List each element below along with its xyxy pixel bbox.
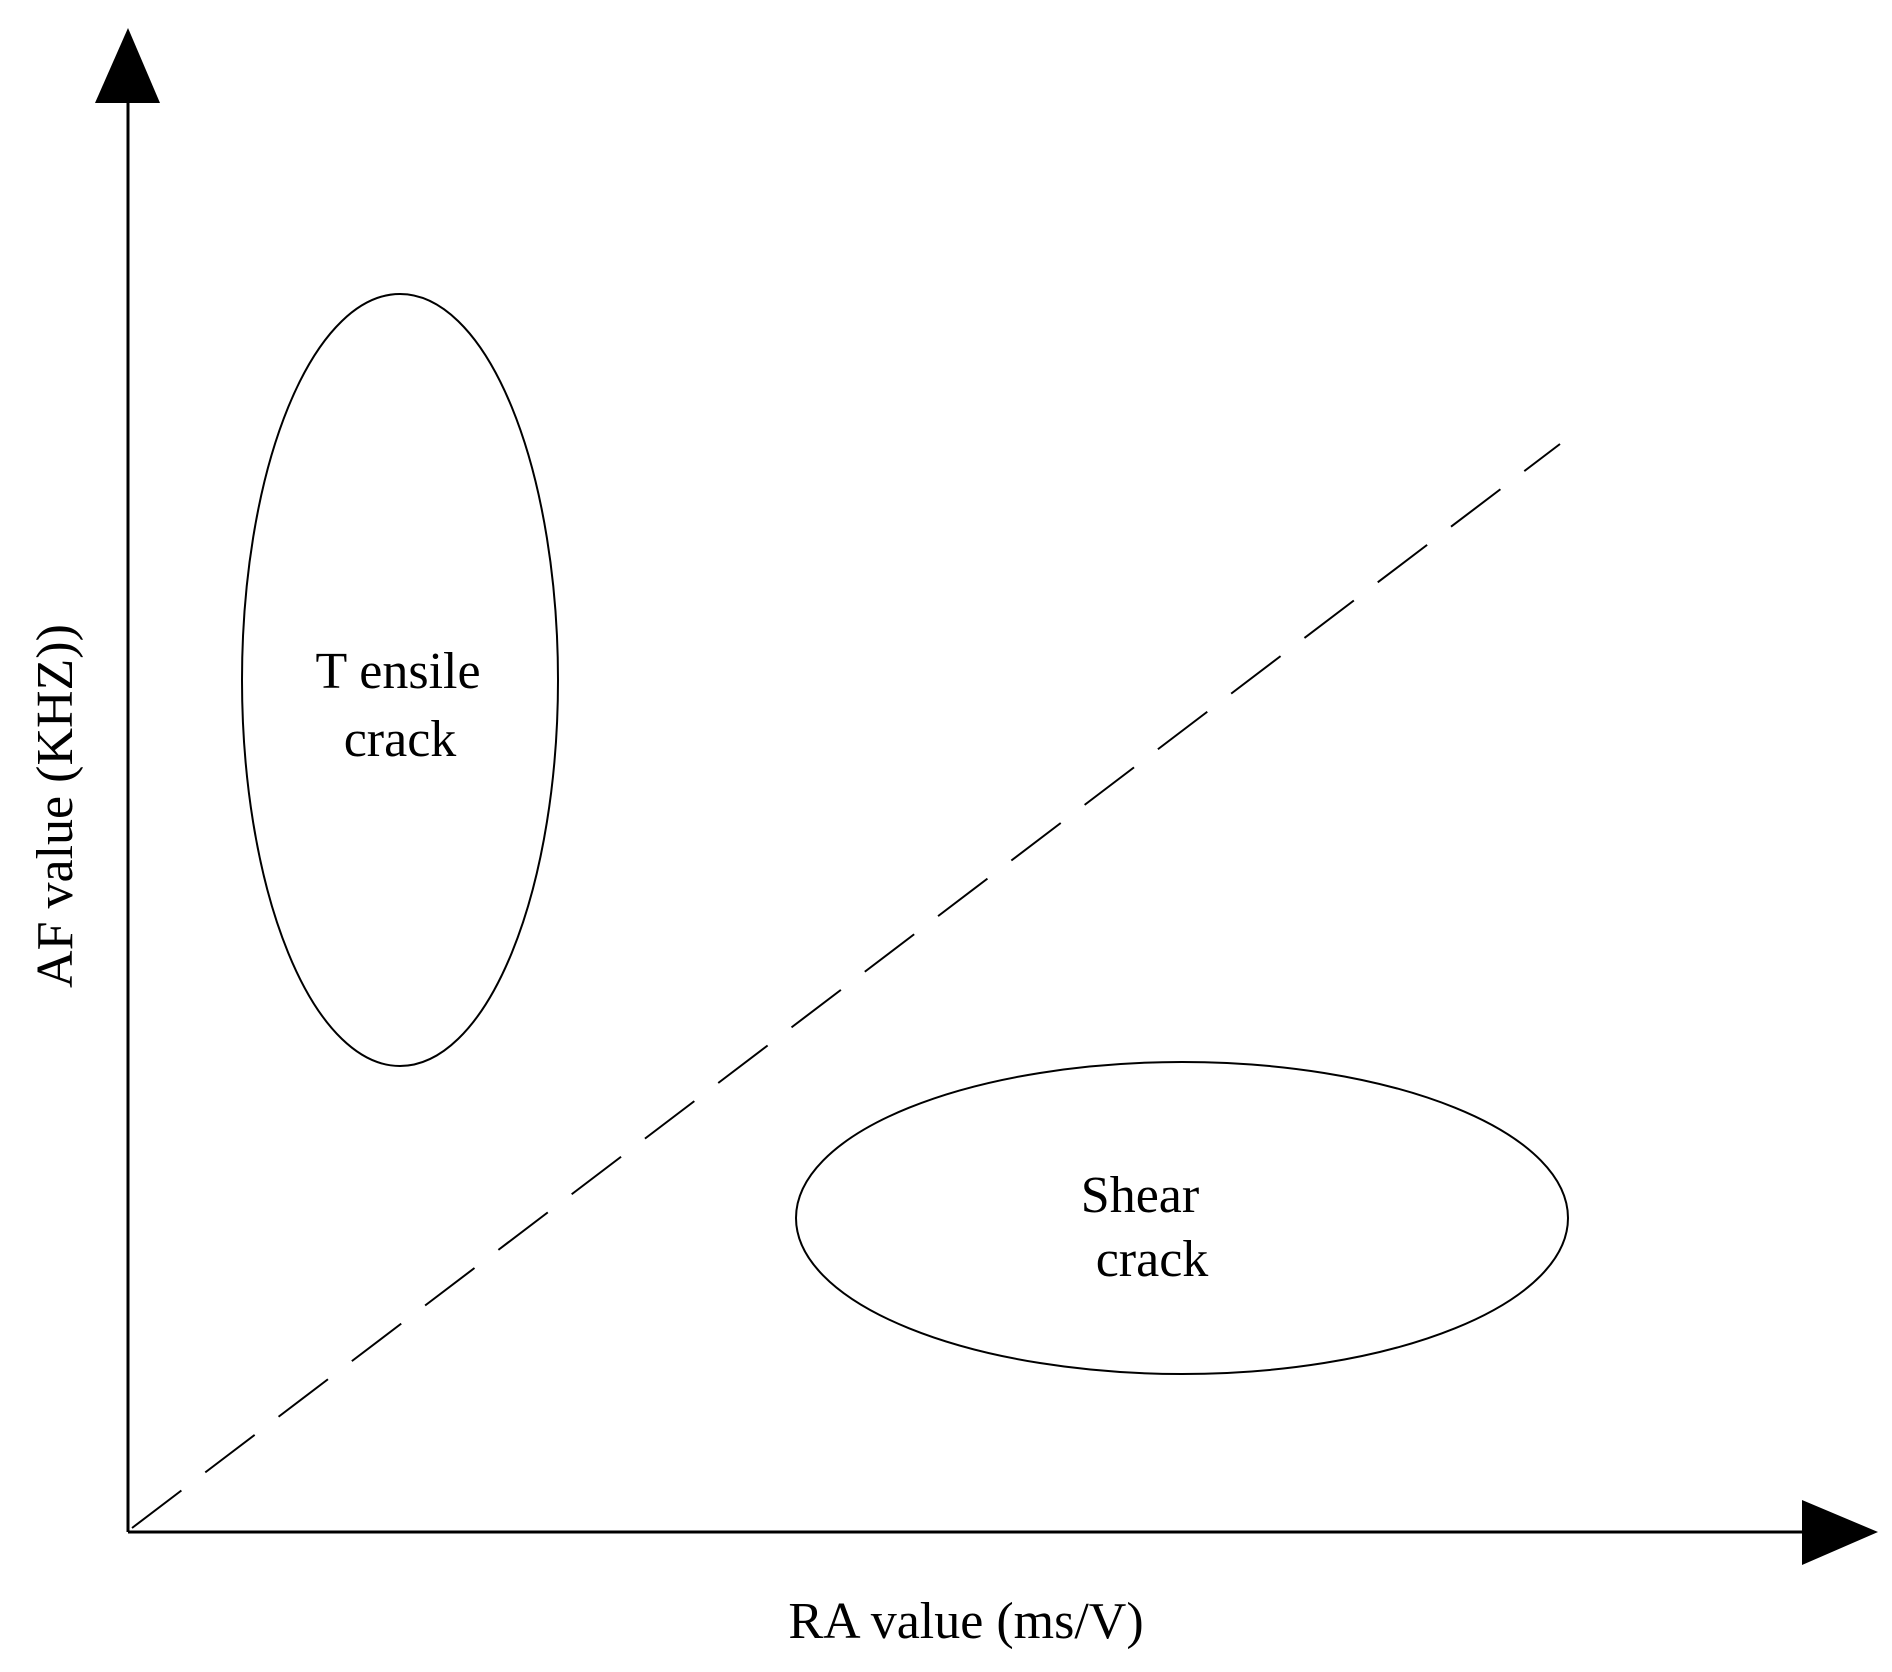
tensile-crack-label-line2: crack bbox=[344, 711, 457, 768]
tensile-crack-label-line1: T ensile bbox=[315, 643, 480, 700]
x-axis-label: RA value (ms/V) bbox=[788, 1593, 1143, 1650]
tensile-crack-region bbox=[241, 293, 559, 1067]
x-axis-arrowhead bbox=[1802, 1500, 1878, 1565]
y-axis-label: AF value (KHZ)) bbox=[27, 624, 84, 988]
dividing-dashed-line bbox=[131, 443, 1561, 1529]
y-axis-arrowhead bbox=[95, 28, 160, 103]
shear-crack-label-line2: crack bbox=[1096, 1231, 1209, 1288]
shear-crack-region bbox=[795, 1061, 1569, 1375]
shear-crack-label-line1: Shear bbox=[1081, 1167, 1199, 1224]
